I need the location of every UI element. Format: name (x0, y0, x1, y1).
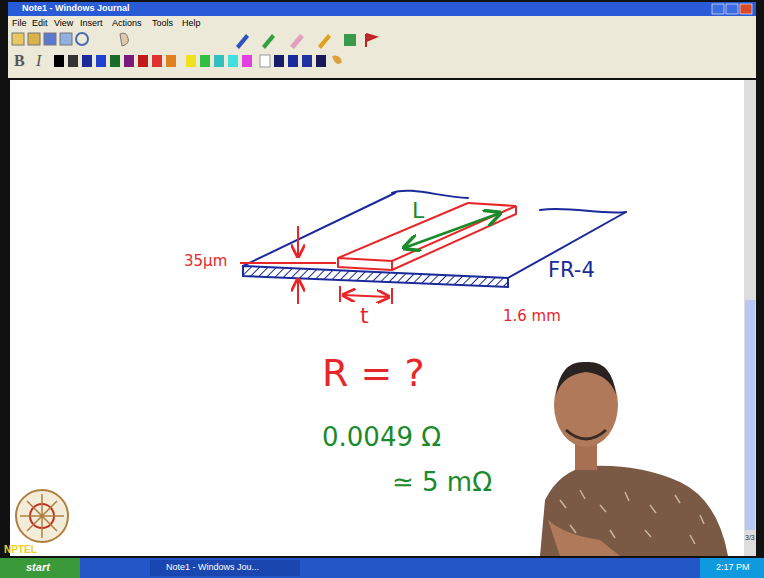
menu-item: View (54, 18, 73, 28)
menu-item: Help (182, 18, 201, 28)
width-label: t (360, 303, 369, 328)
window-button (712, 4, 724, 14)
copper-trace (338, 203, 516, 270)
system-tray (700, 558, 764, 578)
window-button (726, 4, 738, 14)
italic-button: I (36, 52, 41, 70)
lecturer-figure (540, 362, 728, 556)
approx-value: ≃ 5 mΩ (392, 468, 492, 498)
window-title: Note1 - Windows Journal (22, 3, 129, 13)
pcb-board (243, 191, 626, 287)
board-thickness-label: 1.6 mm (503, 308, 561, 325)
toolbar-icons (12, 33, 376, 49)
width-dimension (340, 286, 392, 304)
taskbar (0, 558, 764, 578)
scroll-thumb (745, 300, 755, 530)
logo-text: NPTEL (4, 544, 37, 556)
taskbar-label: Note1 - Windows Jou... (166, 562, 259, 572)
menu-item: Actions (112, 18, 142, 28)
menu-item: Edit (32, 18, 48, 28)
menu-item: Tools (152, 18, 173, 28)
taskbar-item (150, 560, 300, 576)
page-number: 3/3 (745, 534, 755, 542)
close-button (740, 4, 752, 14)
question-text: R = ? (322, 352, 425, 396)
thickness-label: 35µm (184, 253, 227, 270)
material-label: FR-4 (548, 258, 595, 282)
menu-item: File (12, 18, 27, 28)
color-palette (54, 55, 342, 67)
clock: 2:17 PM (716, 562, 750, 572)
menu-item: Insert (80, 18, 103, 28)
bold-button: B (14, 52, 25, 70)
journal-page (10, 80, 744, 556)
title-bar (8, 2, 756, 16)
start-label: start (26, 561, 50, 574)
result-value: 0.0049 Ω (322, 423, 441, 453)
nptel-logo (16, 490, 68, 542)
thickness-dimension (240, 226, 336, 304)
scrollbar (744, 80, 756, 556)
length-label: L (412, 198, 424, 223)
toolbar-area (8, 16, 756, 78)
start-button (0, 558, 80, 578)
